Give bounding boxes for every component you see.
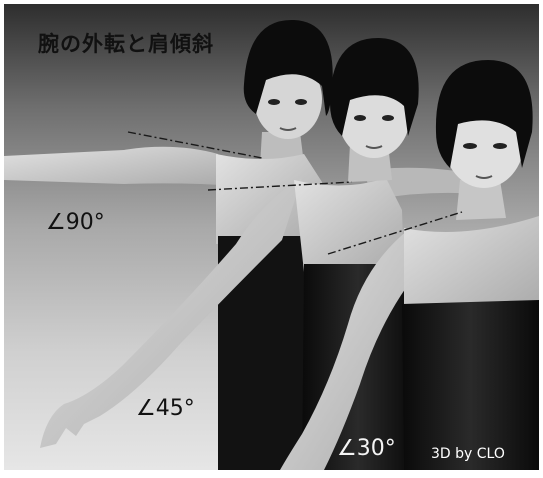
angle-label-45: ∠45° <box>136 396 195 421</box>
angle-label-90: ∠90° <box>46 210 105 235</box>
angle-label-30: ∠30° <box>337 436 396 461</box>
shoulder-slope-guides <box>127 131 463 255</box>
credit-text: 3D by CLO <box>431 446 505 462</box>
guide-line-90 <box>127 131 263 159</box>
figure-arm-30 <box>280 60 539 470</box>
figure-illustration <box>4 19 539 470</box>
image-frame: 腕の外転と肩傾斜 ∠90° ∠45° ∠30° 3D by CLO <box>4 4 539 470</box>
page-title: 腕の外転と肩傾斜 <box>38 32 214 56</box>
figure-arm-90 <box>4 19 333 470</box>
guide-line-30 <box>327 211 463 255</box>
